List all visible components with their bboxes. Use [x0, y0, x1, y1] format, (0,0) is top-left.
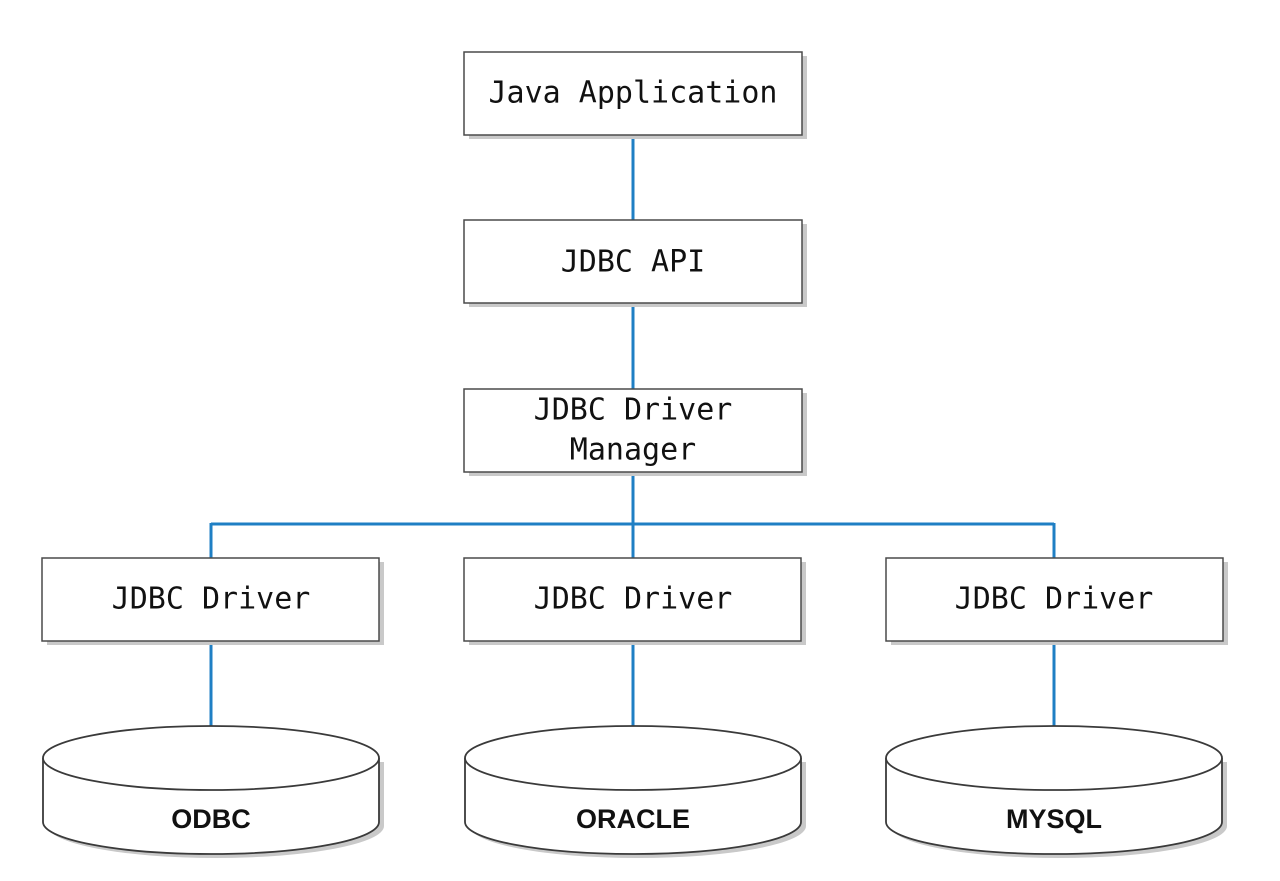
oracle-database-icon: ORACLE	[464, 725, 806, 858]
odbc-label: ODBC	[171, 804, 251, 834]
java-application-label: Java Application	[489, 76, 778, 111]
driver-manager-label-line-1: JDBC Driver	[534, 393, 733, 428]
mysql-label: MYSQL	[1006, 804, 1102, 834]
jdbc-driver-label-1: JDBC Driver	[112, 582, 311, 617]
mysql-database-icon: MYSQL	[885, 725, 1227, 858]
odbc-database-icon: ODBC	[42, 725, 384, 858]
jdbc-api-box: JDBC API	[463, 219, 807, 307]
jdbc-driver-box-1: JDBC Driver	[41, 557, 384, 645]
driver-manager-label-line-2: Manager	[570, 433, 696, 468]
java-application-box: Java Application	[463, 51, 807, 139]
jdbc-api-label: JDBC API	[561, 245, 706, 280]
connectors	[209, 135, 1056, 728]
jdbc-driver-label-3: JDBC Driver	[955, 582, 1154, 617]
jdbc-driver-manager-box: JDBC Driver Manager	[463, 388, 807, 476]
jdbc-driver-label-2: JDBC Driver	[534, 582, 733, 617]
oracle-label: ORACLE	[576, 804, 690, 834]
jdbc-driver-box-3: JDBC Driver	[885, 557, 1228, 645]
jdbc-driver-box-2: JDBC Driver	[463, 557, 806, 645]
